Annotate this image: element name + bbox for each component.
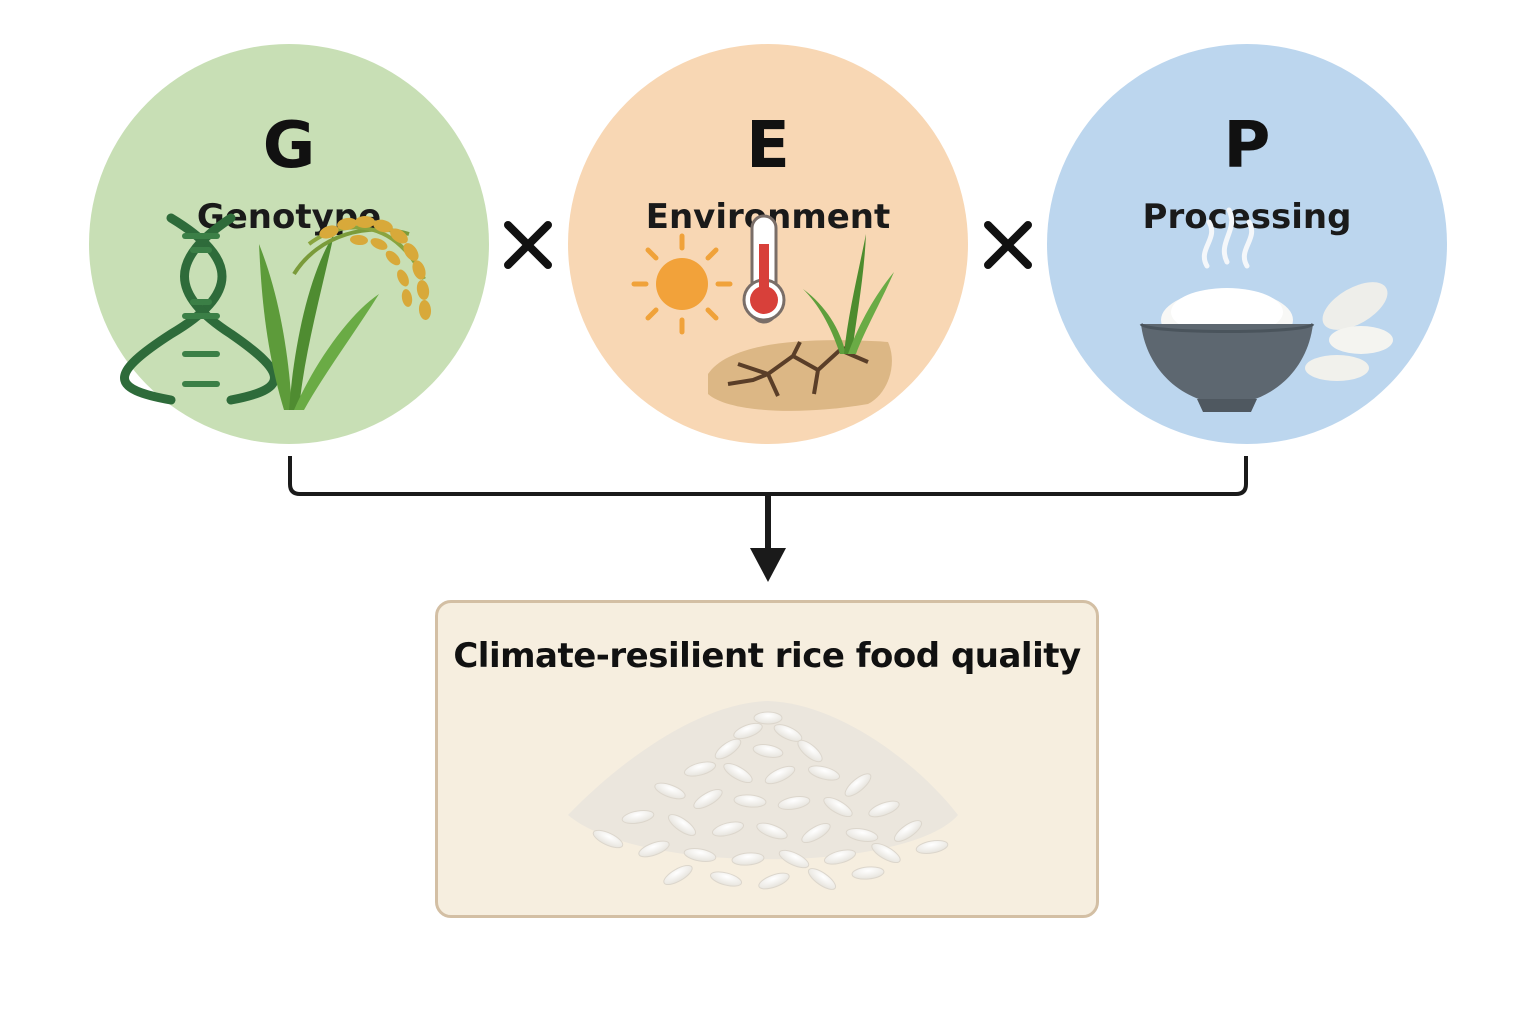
rice-cakes-icon: [1305, 282, 1393, 381]
processing-label: Processing: [1142, 197, 1352, 237]
seedling-icon: [803, 234, 894, 354]
thermometer-icon: [742, 214, 786, 324]
result-title: Climate-resilient rice food quality: [453, 636, 1081, 676]
rice-grains-icon: [568, 701, 958, 890]
cracked-soil-icon: [708, 340, 892, 411]
sun-icon: [631, 233, 733, 335]
result-box: Climate-resilient rice food quality: [435, 600, 1099, 918]
dna-icon: [120, 213, 279, 405]
genotype-node: G Genotype: [89, 44, 489, 444]
multiply-icon: [984, 221, 1032, 269]
processing-letter: P: [1223, 109, 1271, 183]
environment-node: E Environment: [568, 44, 968, 444]
steam-icon: [1202, 207, 1254, 269]
processing-node: P Processing: [1047, 44, 1447, 444]
rice-bowl-icon: [1139, 288, 1315, 412]
multiply-icon: [504, 221, 552, 269]
rice-plant-icon: [259, 216, 432, 410]
environment-letter: E: [746, 109, 790, 183]
genotype-letter: G: [262, 109, 316, 183]
